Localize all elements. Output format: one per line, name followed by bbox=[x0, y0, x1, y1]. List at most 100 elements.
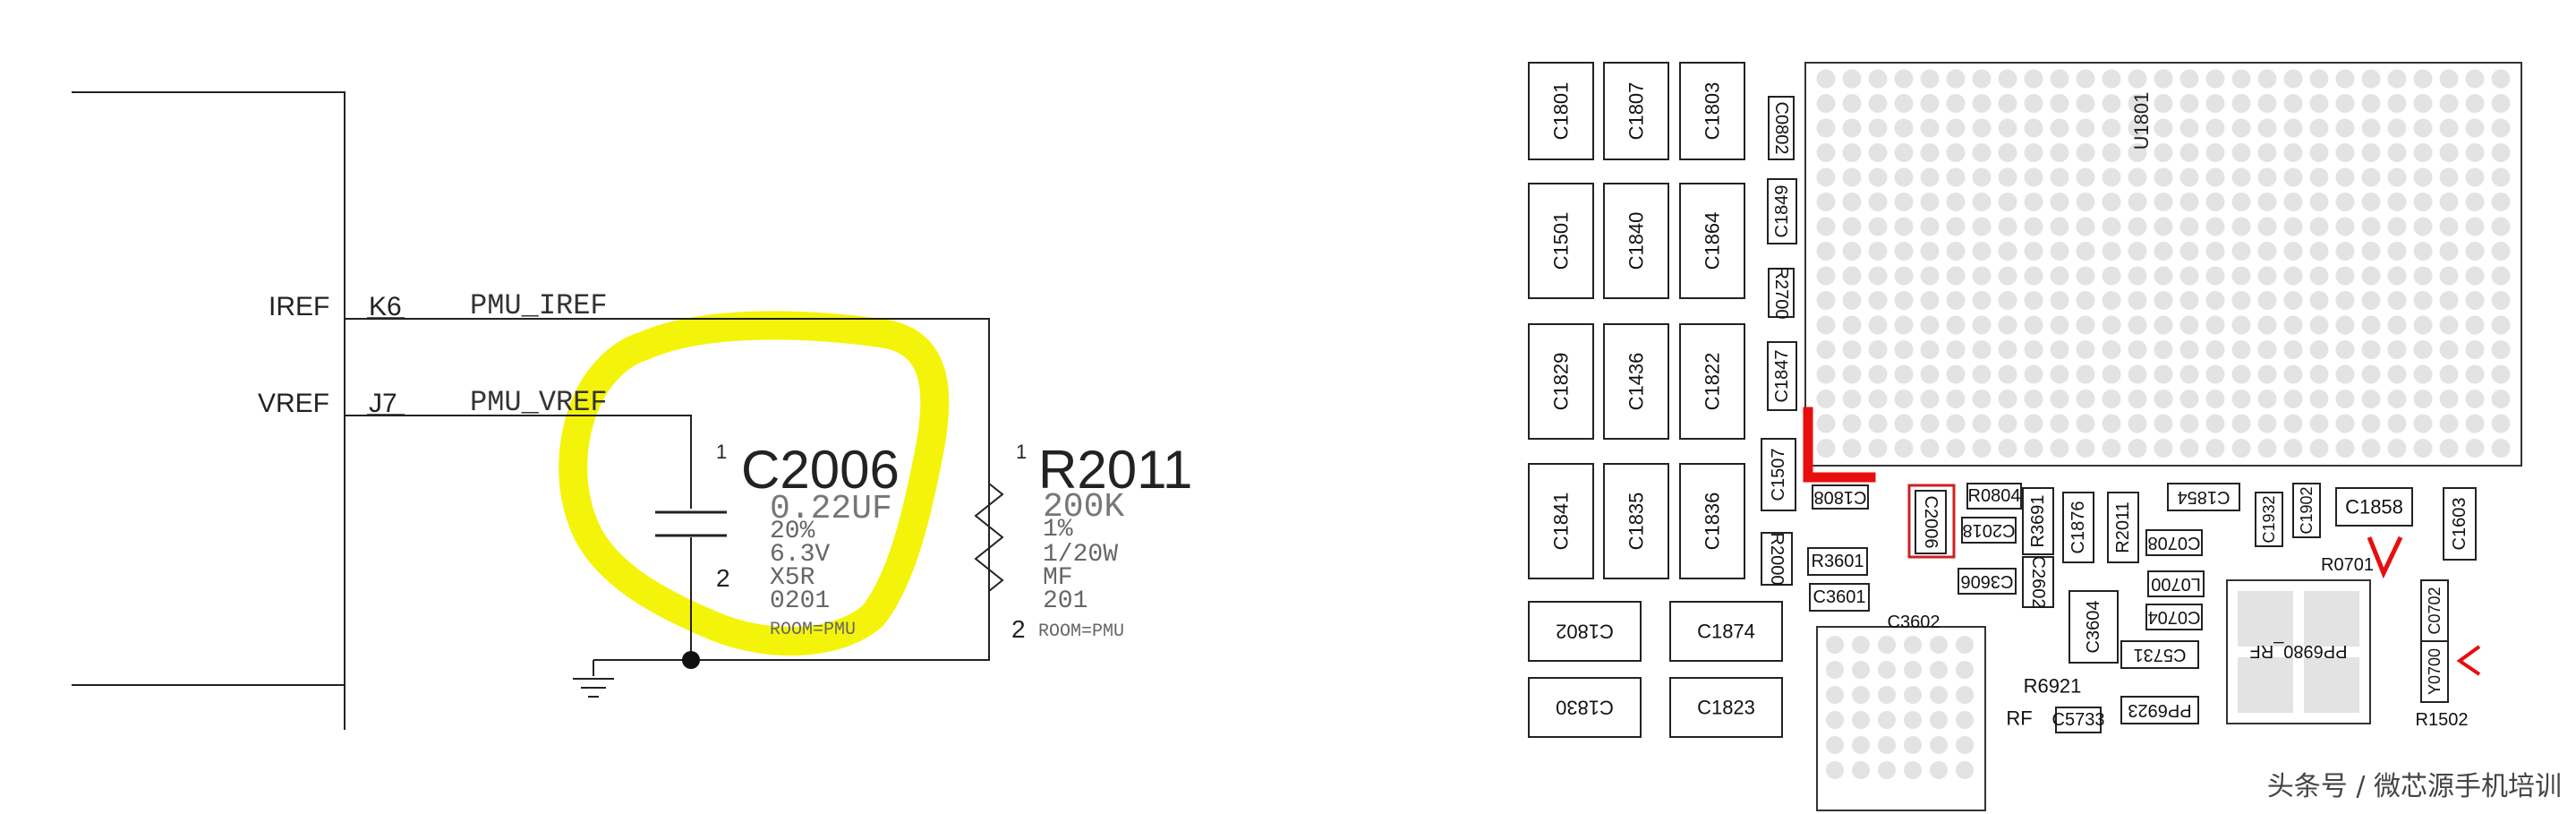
bga-ball bbox=[1956, 636, 1974, 654]
component-c1822-label: C1822 bbox=[1702, 353, 1724, 411]
component-c1501: C1501 bbox=[1528, 183, 1594, 299]
c2006-dielectric: X5R bbox=[770, 564, 815, 592]
bga-ball bbox=[2439, 167, 2459, 187]
bga-ball bbox=[1826, 711, 1844, 729]
bga-ball bbox=[1972, 143, 1992, 162]
component-c5731-label: C5731 bbox=[2134, 645, 2187, 664]
bga-ball bbox=[2024, 69, 2043, 89]
bga-ball bbox=[1904, 661, 1922, 679]
component-c1807: C1807 bbox=[1603, 62, 1669, 160]
component-c1507-label: C1507 bbox=[1769, 449, 1788, 501]
bga-ball bbox=[1826, 761, 1844, 779]
component-c1830-label: C1830 bbox=[1556, 697, 1614, 719]
bga-ball bbox=[1946, 266, 1966, 286]
bga-ball bbox=[2283, 439, 2303, 458]
bga-ball bbox=[2050, 118, 2069, 138]
bga-ball bbox=[2102, 94, 2121, 113]
bga-ball bbox=[2491, 167, 2511, 187]
bga-ball bbox=[2102, 118, 2121, 138]
bga-ball bbox=[1842, 94, 1862, 113]
bga-ball bbox=[2102, 340, 2121, 359]
bga-ball bbox=[2361, 340, 2381, 359]
bga-ball bbox=[2361, 242, 2381, 261]
bga-ball bbox=[2205, 266, 2225, 286]
component-c1801-label: C1801 bbox=[1550, 82, 1573, 141]
component-l0700: L0700 bbox=[2147, 570, 2205, 597]
bga-ball bbox=[2076, 242, 2095, 261]
bga-ball bbox=[2465, 390, 2485, 408]
component-r1502-label: R1502 bbox=[2416, 710, 2469, 730]
component-c1836: C1836 bbox=[1679, 463, 1745, 579]
bga-ball bbox=[1878, 711, 1896, 729]
bga-ball bbox=[1842, 390, 1862, 408]
bga-ball bbox=[1816, 94, 1836, 113]
bga-ball bbox=[2024, 143, 2043, 162]
component-c1436: C1436 bbox=[1603, 323, 1669, 440]
bga-ball bbox=[2491, 143, 2511, 162]
c2006-tolerance: 20% bbox=[770, 518, 815, 545]
component-c1847-label: C1847 bbox=[1772, 350, 1792, 403]
bga-ball bbox=[2491, 291, 2511, 310]
bga-ball bbox=[2024, 340, 2043, 359]
bga-ball bbox=[1826, 736, 1844, 754]
bga-ball bbox=[2283, 217, 2303, 236]
bga-ball bbox=[2465, 315, 2485, 335]
bga-ball bbox=[1946, 118, 1966, 138]
bga-ball bbox=[1816, 364, 1836, 384]
bga-ball bbox=[2387, 193, 2407, 211]
bga-ball bbox=[2205, 217, 2225, 236]
bga-ball bbox=[2076, 193, 2095, 211]
bga-ball bbox=[2465, 439, 2485, 458]
bga-ball bbox=[2491, 193, 2511, 211]
bga-ball bbox=[2309, 217, 2329, 236]
bga-ball bbox=[2128, 291, 2147, 310]
bga-ball bbox=[2491, 390, 2511, 408]
bga-ball bbox=[1894, 414, 1914, 433]
resistor-r2011 bbox=[974, 483, 1004, 592]
bga-ball bbox=[2205, 69, 2225, 89]
bga-ball bbox=[1998, 364, 2017, 384]
component-c0708: C0708 bbox=[2145, 529, 2203, 556]
bga-ball bbox=[2309, 266, 2329, 286]
bga-ball bbox=[2309, 143, 2329, 162]
component-c1823-label: C1823 bbox=[1697, 697, 1755, 719]
bga-ball bbox=[1998, 266, 2017, 286]
bga-ball bbox=[2205, 118, 2225, 138]
bga-ball bbox=[1946, 242, 1966, 261]
bga-ball bbox=[1842, 193, 1862, 211]
bga-ball bbox=[2361, 217, 2381, 236]
component-c2018-label: C2018 bbox=[1963, 520, 2016, 540]
bga-ball bbox=[1852, 761, 1870, 779]
bga-ball bbox=[1998, 143, 2017, 162]
bga-ball bbox=[2413, 242, 2433, 261]
bga-ball bbox=[2231, 390, 2251, 408]
component-c1603: C1603 bbox=[2443, 487, 2477, 561]
bga-ball bbox=[2128, 143, 2147, 162]
bga-ball bbox=[2283, 118, 2303, 138]
bga-ball bbox=[1816, 69, 1836, 89]
bga-ball bbox=[1998, 340, 2017, 359]
bga-ball bbox=[2257, 217, 2277, 236]
component-c1835: C1835 bbox=[1603, 463, 1669, 579]
bga-ball bbox=[2309, 118, 2329, 138]
bga-ball bbox=[2050, 217, 2069, 236]
component-c1858: C1858 bbox=[2335, 487, 2413, 527]
bga-ball bbox=[2387, 340, 2407, 359]
bga-ball bbox=[2231, 364, 2251, 384]
bga-ball bbox=[2283, 193, 2303, 211]
bga-ball bbox=[2128, 242, 2147, 261]
red-l-marker bbox=[1803, 407, 1876, 483]
bga-ball bbox=[2465, 69, 2485, 89]
bga-ball bbox=[2154, 167, 2173, 187]
bga-ball bbox=[2465, 167, 2485, 187]
bga-ball bbox=[2465, 143, 2485, 162]
bga-ball bbox=[2361, 414, 2381, 433]
bga-ball bbox=[1878, 661, 1896, 679]
bga-ball bbox=[2050, 291, 2069, 310]
bga-ball bbox=[2102, 69, 2121, 89]
bga-ball bbox=[1894, 69, 1914, 89]
bga-ball bbox=[1894, 94, 1914, 113]
bga-ball bbox=[2283, 143, 2303, 162]
bga-ball bbox=[2050, 69, 2069, 89]
